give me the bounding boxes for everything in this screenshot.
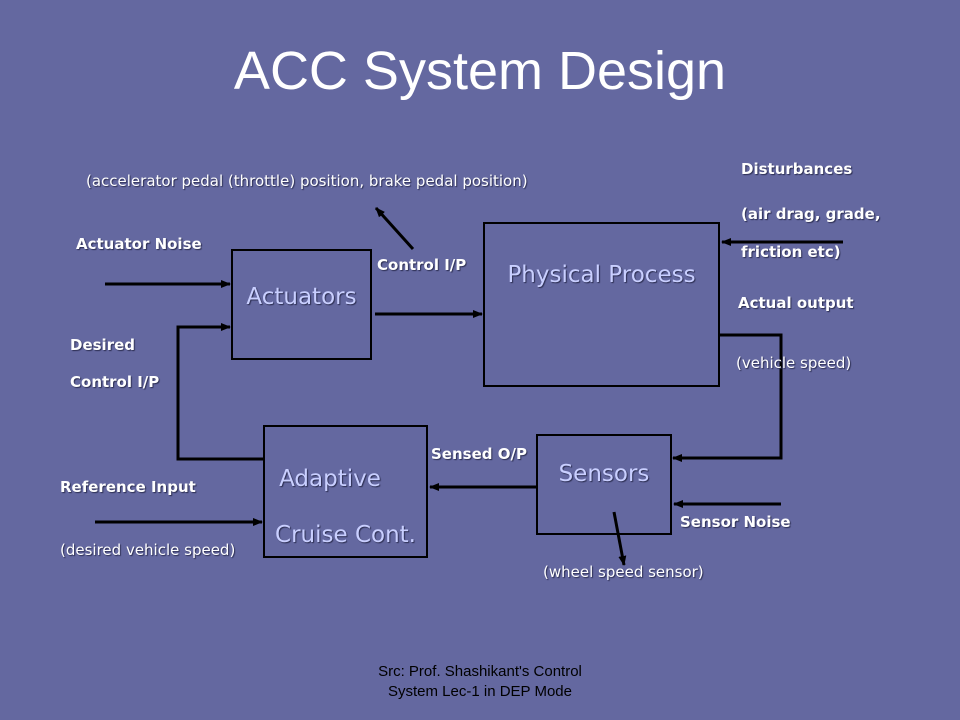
reference-input-label: Reference Input <box>60 478 196 496</box>
vehicle-speed-label: (vehicle speed) <box>736 354 852 372</box>
actuator-output-pointer <box>374 206 415 251</box>
sensor-noise-label: Sensor Noise <box>680 513 791 531</box>
actuator-noise-label: Actuator Noise <box>76 235 202 253</box>
disturbances-detail-line2: friction etc) <box>741 243 841 261</box>
physical-process-block-label: Physical Process <box>507 262 696 288</box>
cruise-cont-block-label: Cruise Cont. <box>275 522 416 548</box>
control-ip-label: Control I/P <box>377 256 467 274</box>
wheel-speed-pointer <box>612 511 627 566</box>
actual-output-line <box>672 333 783 462</box>
wheel-speed-sensor-label: (wheel speed sensor) <box>543 563 704 581</box>
adaptive-cruise-control-block <box>263 425 428 558</box>
desired-vehicle-speed-label: (desired vehicle speed) <box>60 541 236 559</box>
footer-line-1: Src: Prof. Shashikant's Control <box>378 663 582 680</box>
disturbances-label: Disturbances <box>741 160 853 178</box>
sensed-op-label: Sensed O/P <box>431 445 527 463</box>
actuators-block-label: Actuators <box>246 284 357 310</box>
disturbances-detail-line1: (air drag, grade, <box>741 205 881 223</box>
actuators-block <box>231 249 372 360</box>
slide-title: ACC System Design <box>233 41 727 101</box>
physical-process-block <box>483 222 720 387</box>
sensors-block <box>536 434 672 535</box>
sensors-block-label: Sensors <box>558 461 650 487</box>
footer-line-2: System Lec-1 in DEP Mode <box>388 683 572 700</box>
adaptive-block-label: Adaptive <box>279 466 381 492</box>
desired-control-ip-label: Control I/P <box>70 373 160 391</box>
actual-output-label: Actual output <box>738 294 854 312</box>
desired-control-ip-line <box>176 323 263 461</box>
source-footer: Src: Prof. Shashikant's Control System L… <box>300 662 660 702</box>
actuator-outputs-label: (accelerator pedal (throttle) position, … <box>86 172 528 190</box>
desired-label: Desired <box>70 336 136 354</box>
